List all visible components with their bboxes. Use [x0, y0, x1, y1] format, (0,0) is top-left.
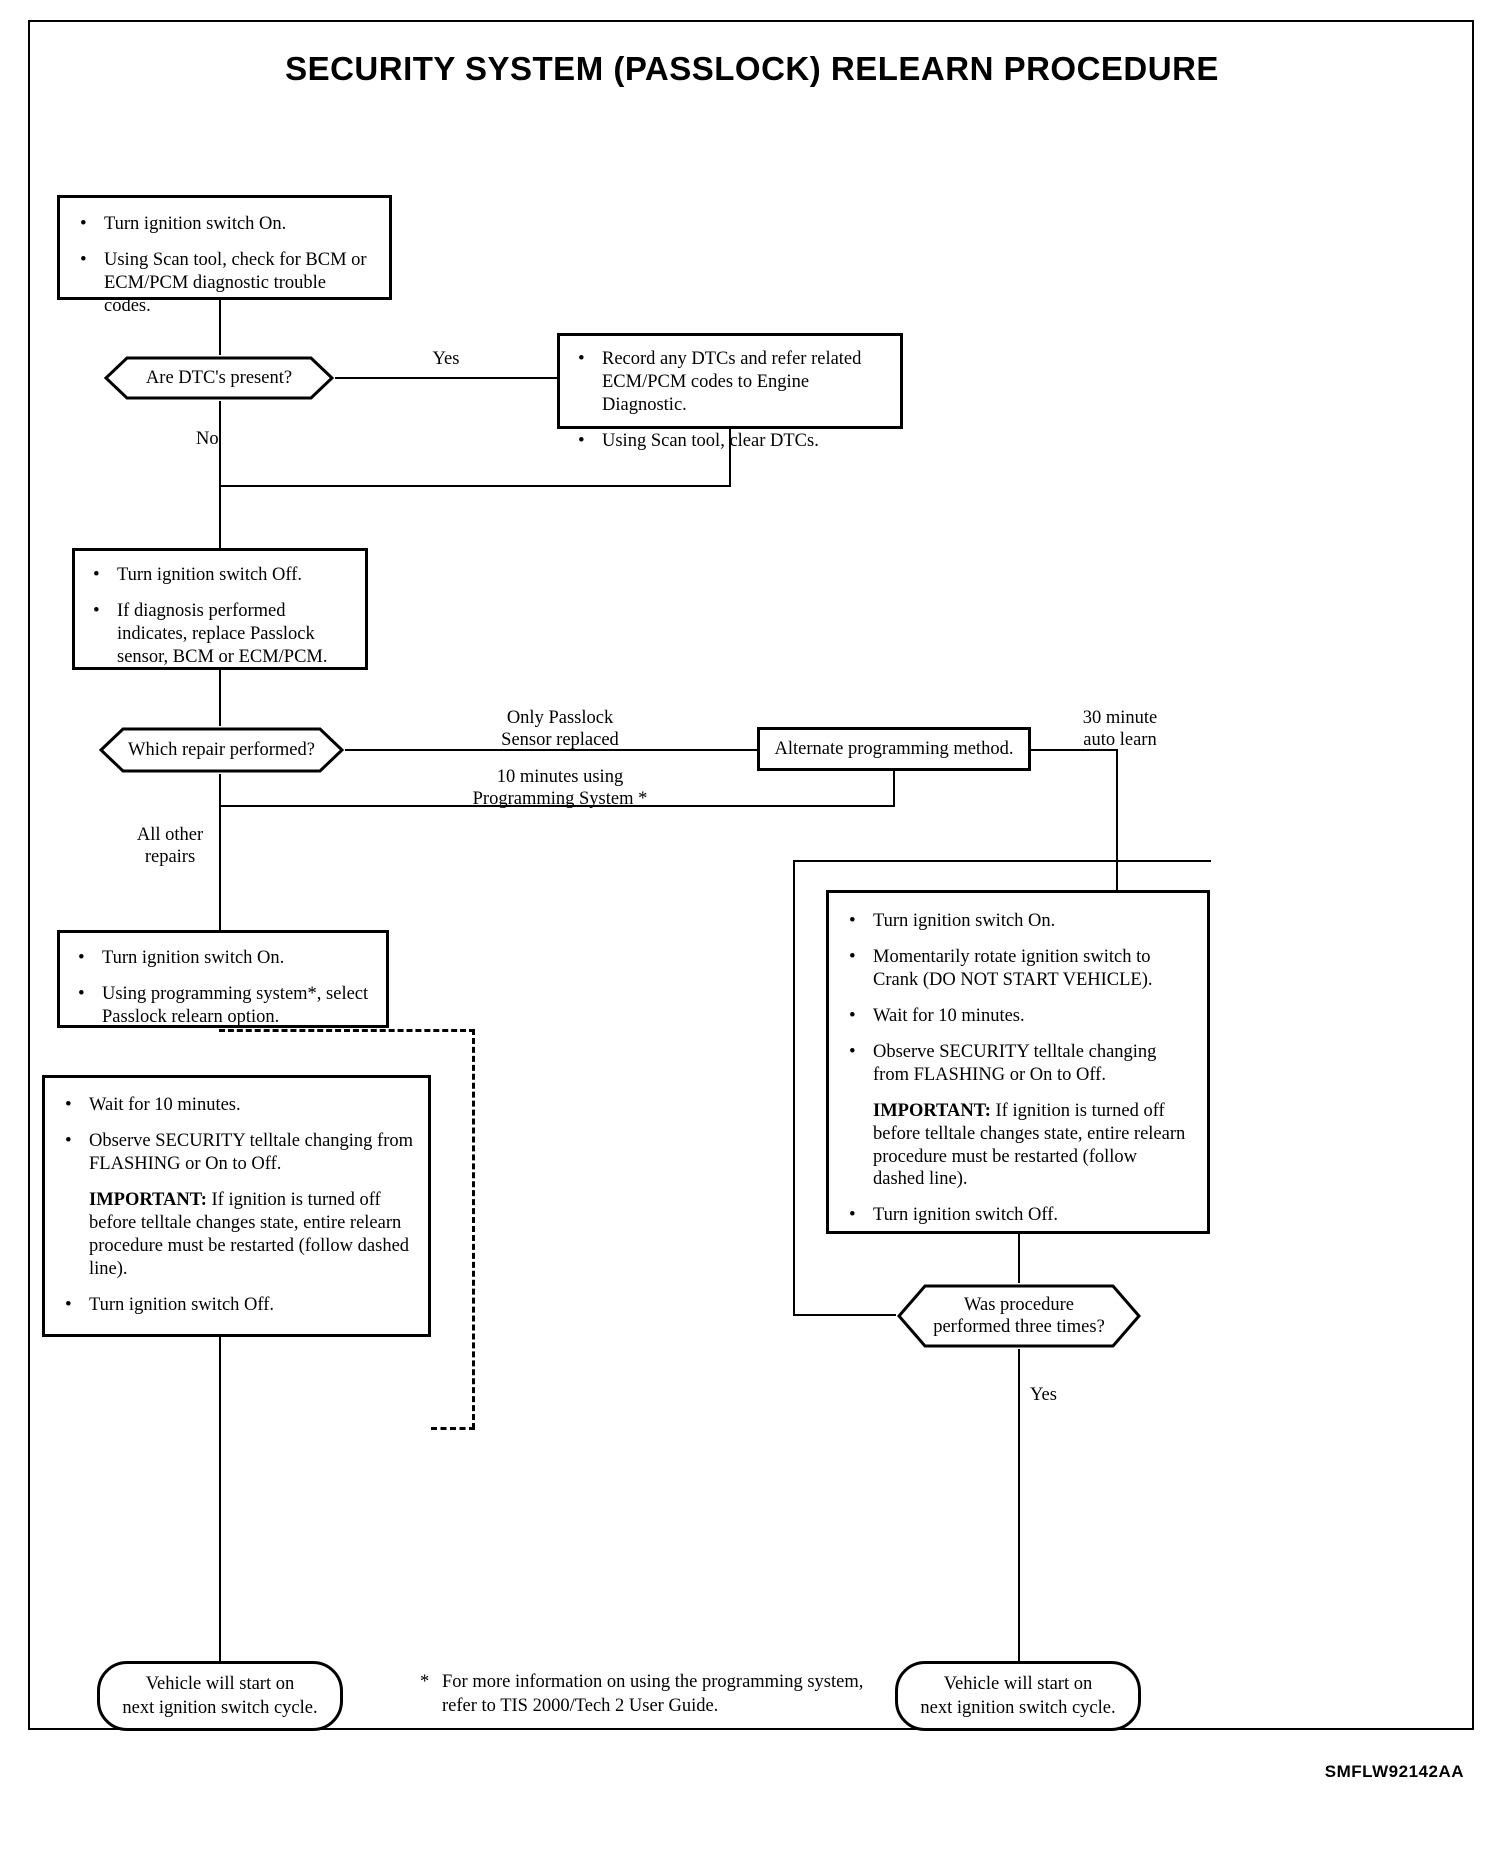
connector-loop-left-rail [793, 860, 795, 1316]
important-label: IMPORTANT: [873, 1100, 991, 1121]
edge-label-all-other-1: All other [136, 825, 204, 845]
alternate-programming-method-box: Alternate programming method. [757, 727, 1031, 771]
terminal-right-line-1: Vehicle will start on [943, 1673, 1093, 1694]
initial-check-bullets: Turn ignition switch On. Using Scan tool… [74, 212, 375, 318]
connector-yes-to-record [335, 377, 557, 379]
footnote-text: For more information on using the progra… [420, 1670, 940, 1718]
edge-label-no-dtc: No [196, 429, 219, 449]
hexagon-shape [103, 356, 335, 400]
connector-passlock-to-alt [345, 749, 757, 751]
connector-record-down [729, 429, 731, 486]
auto-learn-bullets: Turn ignition switch On. Momentarily rot… [843, 909, 1193, 1227]
connector-no-trunk [219, 401, 221, 548]
connector-autolearn-down [1116, 749, 1118, 914]
dashed-restart-top [219, 1029, 475, 1032]
bullet-item: Momentarily rotate ignition switch to Cr… [843, 945, 1193, 992]
terminal-right-text: Vehicle will start on next ignition swit… [920, 1672, 1115, 1720]
footnote-star: * [420, 1672, 430, 1692]
bullet-item: Observe SECURITY telltale changing from … [843, 1040, 1193, 1087]
bullet-item: Turn ignition switch Off. [87, 563, 353, 587]
edge-label-thirty-min-1: 30 minute [1082, 708, 1158, 728]
decision-label: Are DTC's present? [145, 367, 293, 388]
which-repair-performed-decision: Which repair performed? [98, 726, 345, 774]
initial-check-box: Turn ignition switch On. Using Scan tool… [57, 195, 392, 316]
hexagon-shape [98, 727, 345, 773]
important-text: If ignition is turned off before telltal… [873, 1100, 1186, 1190]
bullet-item: Wait for 10 minutes. [59, 1093, 414, 1117]
edge-label-ten-minutes-2: Programming System * [472, 789, 648, 809]
ignition-off-repair-box: Turn ignition switch Off. If diagnosis p… [72, 548, 368, 670]
record-dtcs-box: Record any DTCs and refer related ECM/PC… [557, 333, 903, 452]
important-label: IMPORTANT: [89, 1189, 207, 1210]
terminal-left-text: Vehicle will start on next ignition swit… [122, 1672, 317, 1720]
connector-all-other-trunk [219, 774, 221, 930]
bullet-item: Wait for 10 minutes. [843, 1004, 1193, 1028]
important-text: If ignition is turned off before telltal… [89, 1189, 410, 1279]
connector-alt-right [1031, 749, 1118, 751]
important-note: IMPORTANT: If ignition is turned off bef… [843, 1100, 1193, 1192]
connector-off-to-repair-decision [219, 670, 221, 726]
wait-observe-left-bullets: Wait for 10 minutes. Observe SECURITY te… [59, 1093, 414, 1317]
bullet-item: Observe SECURITY telltale changing from … [59, 1129, 414, 1176]
bullet-item: If diagnosis performed indicates, replac… [87, 599, 353, 669]
footnote: * For more information on using the prog… [420, 1670, 940, 1718]
record-dtcs-bullets: Record any DTCs and refer related ECM/PC… [572, 347, 888, 453]
dashed-restart-into-box [431, 1427, 475, 1430]
bullet-item: Using programming system*, select Passlo… [72, 982, 374, 1029]
programming-system-box: Turn ignition switch On. Using programmi… [57, 930, 389, 1028]
edge-label-ten-minutes-1: 10 minutes using [496, 767, 624, 787]
edge-label-thirty-min-2: auto learn [1083, 730, 1157, 750]
are-dtcs-present-decision: Are DTC's present? [103, 355, 335, 401]
page-title: SECURITY SYSTEM (PASSLOCK) RELEARN PROCE… [285, 50, 1219, 87]
connector-record-back-left [219, 485, 731, 487]
connector-step1-to-dtc [219, 300, 221, 355]
bullet-item: Using Scan tool, check for BCM or ECM/PC… [74, 248, 375, 318]
bullet-item: Turn ignition switch On. [843, 909, 1193, 933]
ignition-off-bullets: Turn ignition switch Off. If diagnosis p… [87, 563, 353, 669]
programming-system-bullets: Turn ignition switch On. Using programmi… [72, 946, 374, 1029]
hexagon-shape [897, 1284, 1141, 1348]
wait-observe-left-box: Wait for 10 minutes. Observe SECURITY te… [42, 1075, 431, 1337]
bullet-item: Using Scan tool, clear DTCs. [572, 429, 888, 453]
bullet-item: Turn ignition switch Off. [59, 1293, 414, 1317]
footnote-line-2: refer to TIS 2000/Tech 2 User Guide. [442, 1696, 719, 1717]
connector-loop-top [793, 860, 1211, 862]
bullet-item: Turn ignition switch On. [74, 212, 375, 236]
connector-alt-back-left [219, 805, 895, 807]
bullet-item: Record any DTCs and refer related ECM/PC… [572, 347, 888, 417]
terminal-right: Vehicle will start on next ignition swit… [895, 1661, 1141, 1731]
edge-label-only-passlock-2: Sensor replaced [501, 730, 619, 750]
footnote-line-1: For more information on using the progra… [442, 1672, 864, 1692]
connector-left-to-terminal [219, 1337, 221, 1661]
edge-label-yes-dtc: Yes [432, 349, 460, 369]
edge-label-only-passlock-1: Only Passlock [506, 708, 614, 728]
decision-line-1: Was procedure [964, 1294, 1074, 1315]
page-border [28, 20, 1474, 1730]
important-note: IMPORTANT: If ignition is turned off bef… [59, 1189, 414, 1281]
connector-autolearn-to-decision [1018, 1234, 1020, 1284]
terminal-left: Vehicle will start on next ignition swit… [97, 1661, 343, 1731]
bullet-item: Turn ignition switch Off. [843, 1203, 1193, 1227]
terminal-right-line-2: next ignition switch cycle. [920, 1698, 1116, 1718]
auto-learn-right-box: Turn ignition switch On. Momentarily rot… [826, 890, 1210, 1234]
terminal-left-line-2: next ignition switch cycle. [122, 1698, 318, 1718]
alt-method-label: Alternate programming method. [774, 738, 1014, 759]
decision-line-2: performed three times? [933, 1317, 1105, 1337]
dashed-restart-side [472, 1029, 475, 1429]
edge-label-yes-three: Yes [1030, 1385, 1057, 1405]
connector-loop-into-decision [793, 1314, 917, 1316]
connector-alt-down [893, 771, 895, 806]
decision-label: Which repair performed? [128, 739, 315, 760]
terminal-left-line-1: Vehicle will start on [145, 1673, 295, 1694]
bullet-item: Turn ignition switch On. [72, 946, 374, 970]
document-code: SMFLW92142AA [1324, 1762, 1464, 1781]
edge-label-all-other-2: repairs [144, 847, 196, 867]
connector-three-yes-down [1018, 1349, 1020, 1661]
